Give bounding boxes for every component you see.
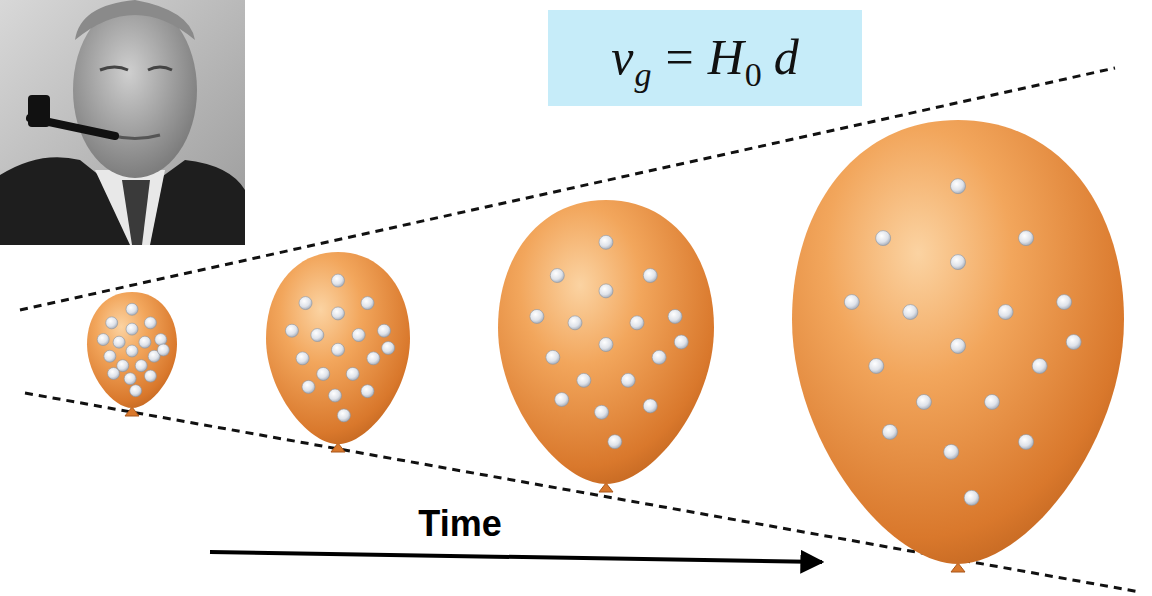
axis-label: Time (418, 503, 501, 545)
galaxy-dot (643, 269, 657, 283)
galaxy-dot (332, 343, 345, 356)
galaxy-dot (674, 335, 688, 349)
galaxy-dot (630, 316, 644, 330)
balloon-body (498, 200, 714, 484)
galaxy-dot (311, 329, 324, 342)
galaxy-dot (135, 360, 147, 372)
galaxy-dot (876, 231, 891, 246)
galaxy-dot (144, 370, 156, 382)
galaxy-dot (595, 405, 609, 419)
galaxy-dot (844, 295, 859, 310)
galaxy-dot (998, 305, 1013, 320)
galaxy-dot (126, 323, 138, 335)
galaxy-dot (951, 179, 966, 194)
galaxy-dot (869, 358, 884, 373)
balloon-knot (951, 563, 965, 572)
galaxy-dot (1032, 358, 1047, 373)
galaxy-dot (130, 385, 142, 397)
galaxy-dot (346, 367, 359, 380)
galaxy-dot (302, 380, 315, 393)
galaxy-dot (337, 409, 350, 422)
balloon-body (87, 292, 177, 408)
galaxy-dot (367, 352, 380, 365)
galaxy-dot (332, 274, 345, 287)
portrait-photo (0, 0, 245, 245)
galaxy-dot (106, 317, 118, 329)
balloon (266, 252, 410, 452)
galaxy-dot (1019, 231, 1034, 246)
galaxy-dot (1057, 295, 1072, 310)
galaxy-dot (97, 334, 109, 346)
formula-part: = (665, 28, 693, 86)
galaxy-dot (550, 269, 564, 283)
balloon-group (87, 120, 1124, 572)
galaxy-dot (599, 338, 613, 352)
galaxy-dot (332, 307, 345, 320)
galaxy-dot (951, 255, 966, 270)
galaxy-dot (951, 338, 966, 353)
galaxy-dot (126, 303, 138, 315)
formula-part: H (708, 28, 744, 86)
galaxy-dot (1019, 434, 1034, 449)
balloon-body (792, 120, 1124, 564)
balloon-knot (599, 483, 613, 492)
galaxy-dot (882, 424, 897, 439)
galaxy-dot (155, 334, 167, 346)
galaxy-dot (599, 235, 613, 249)
galaxy-dot (382, 342, 395, 355)
galaxy-dot (599, 284, 613, 298)
galaxy-dot (296, 352, 309, 365)
galaxy-dot (555, 393, 569, 407)
balloon-body (266, 252, 410, 444)
galaxy-dot (361, 385, 374, 398)
formula-part: v (611, 28, 633, 86)
galaxy-dot (113, 336, 125, 348)
galaxy-dot (964, 490, 979, 505)
galaxy-dot (668, 309, 682, 323)
balloon (87, 292, 177, 416)
galaxy-dot (903, 305, 918, 320)
galaxy-dot (285, 324, 298, 337)
galaxy-dot (577, 373, 591, 387)
galaxy-dot (157, 344, 169, 356)
galaxy-dot (643, 399, 657, 413)
balloon (792, 120, 1124, 572)
formula-part: 0 (745, 56, 762, 94)
galaxy-dot (299, 297, 312, 310)
formula-part: g (634, 56, 651, 94)
formula-box: vg = H0d (548, 10, 862, 106)
galaxy-dot (104, 350, 116, 362)
formula-part: d (774, 28, 799, 86)
galaxy-dot (985, 394, 1000, 409)
balloon-knot (331, 443, 345, 452)
galaxy-dot (126, 345, 138, 357)
galaxy-dot (329, 389, 342, 402)
galaxy-dot (568, 316, 582, 330)
balloon-knot (125, 407, 139, 416)
galaxy-dot (1066, 335, 1081, 350)
galaxy-dot (530, 309, 544, 323)
time-arrow (210, 552, 822, 562)
galaxy-dot (352, 329, 365, 342)
galaxy-dot (317, 367, 330, 380)
galaxy-dot (124, 373, 136, 385)
galaxy-dot (944, 444, 959, 459)
galaxy-dot (144, 317, 156, 329)
galaxy-dot (916, 394, 931, 409)
galaxy-dot (139, 336, 151, 348)
galaxy-dot (652, 350, 666, 364)
galaxy-dot (361, 297, 374, 310)
galaxy-dot (108, 367, 120, 379)
galaxy-dot (608, 435, 622, 449)
balloon (498, 200, 714, 492)
galaxy-dot (546, 350, 560, 364)
galaxy-dot (378, 324, 391, 337)
galaxy-dot (621, 373, 635, 387)
